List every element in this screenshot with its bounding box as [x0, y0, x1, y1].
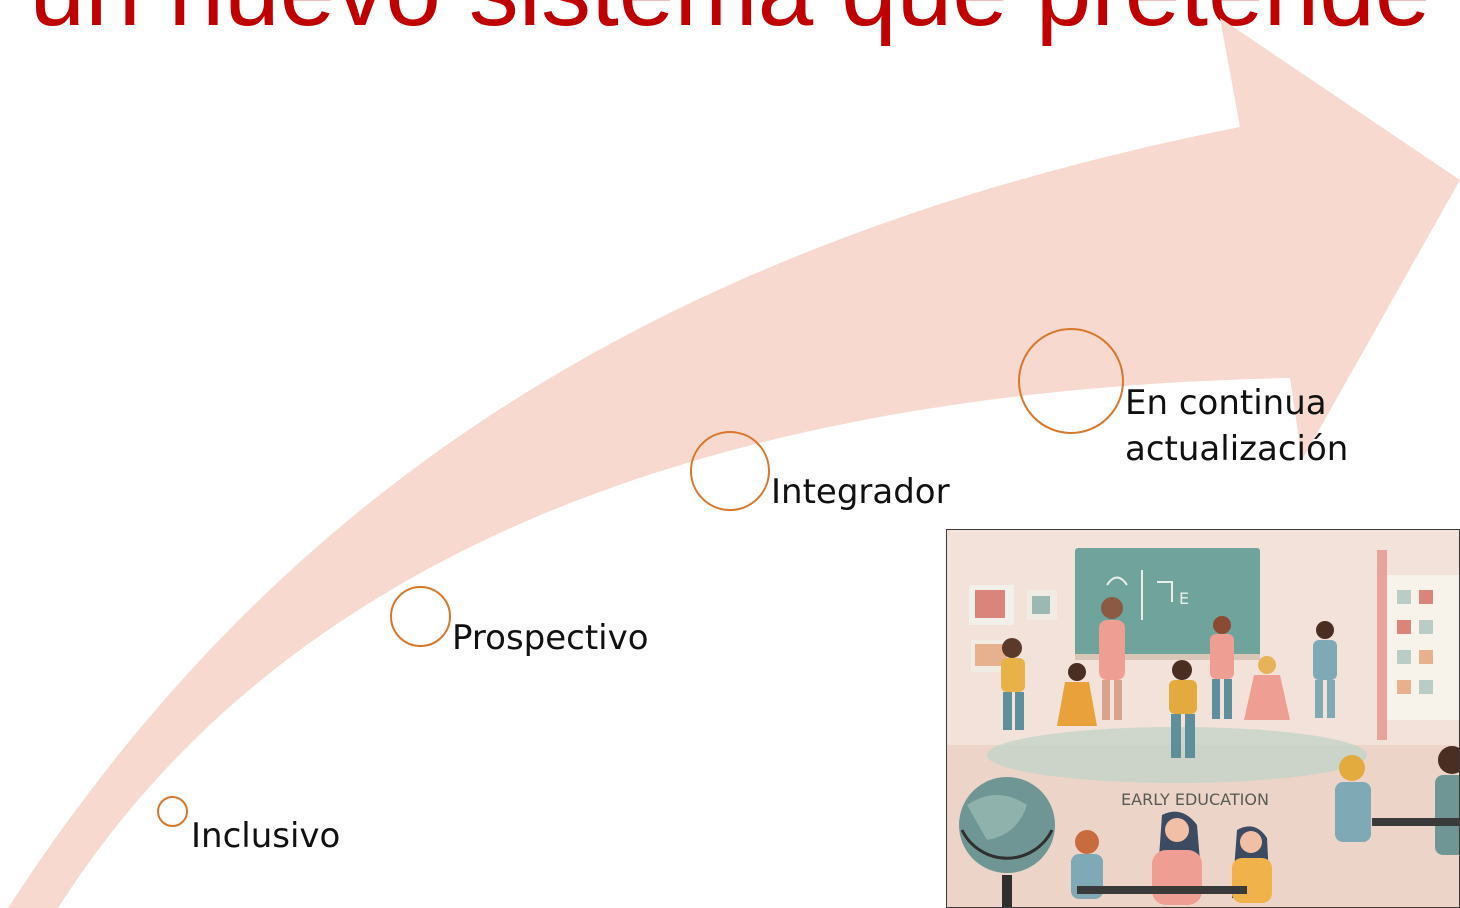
step-circle-prospectivo [390, 586, 451, 647]
step-circle-inclusivo [157, 796, 188, 827]
slide-title: un nuevo sistema que pretende [0, 0, 1460, 46]
step-label-line2: actualización [1125, 429, 1349, 469]
step-circle-actualizacion [1018, 328, 1124, 434]
step-label-integrador: Integrador [771, 472, 950, 512]
step-label-prospectivo: Prospectivo [452, 618, 649, 658]
step-circle-integrador [690, 431, 770, 511]
step-label-line1: En continua [1125, 383, 1327, 423]
step-label-actualizacion: En continua actualización [1125, 380, 1348, 472]
illustration-banner: EARLY EDUCATION [1121, 790, 1269, 809]
classroom-illustration: E [946, 529, 1460, 908]
chalkboard-text: E [1179, 589, 1189, 608]
step-label-inclusivo: Inclusivo [191, 816, 341, 856]
